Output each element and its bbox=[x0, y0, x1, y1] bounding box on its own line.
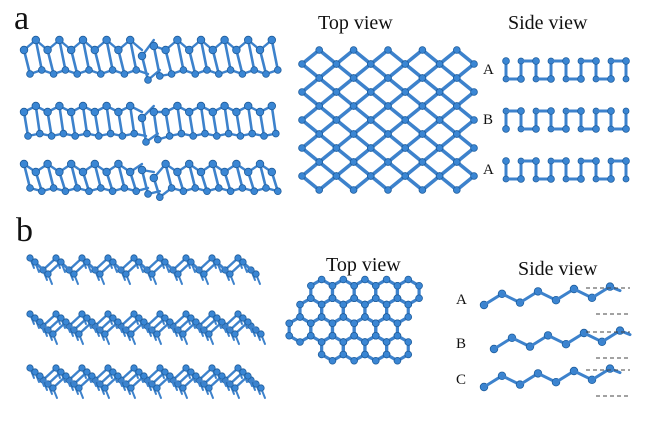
panel-b-layer-top bbox=[26, 254, 261, 285]
panel-a-side-view-title: Side view bbox=[508, 12, 588, 34]
panel-a-top-view-lattice bbox=[298, 46, 478, 194]
panel-b-side-view-layer-1 bbox=[479, 282, 630, 315]
panel-b-layer-bottom bbox=[26, 364, 266, 399]
panel-b-letter: b bbox=[16, 212, 33, 249]
panel-a-letter: a bbox=[14, 0, 30, 37]
panel-b-top-view-honeycomb bbox=[285, 275, 423, 365]
panel-a-layer-top bbox=[19, 35, 282, 84]
panel-b-layer-3-label: C bbox=[456, 372, 467, 388]
panel-b-layer-2-label: B bbox=[456, 336, 467, 352]
panel-a-layer-3-label: A bbox=[483, 162, 494, 178]
panel-a-layer-1-label: A bbox=[483, 62, 494, 78]
panel-b-side-view-layer-2 bbox=[489, 326, 632, 359]
panel-a-side-view-layer-1 bbox=[502, 57, 630, 83]
panel-a-top-view-title: Top view bbox=[318, 12, 393, 34]
panel-a-side-view-layer-2 bbox=[502, 107, 630, 133]
panel-b-layer-1-label: A bbox=[456, 292, 467, 308]
panel-b-layer-middle bbox=[26, 310, 266, 345]
panel-a-layer-bottom bbox=[19, 159, 282, 202]
panel-b-side-view-title: Side view bbox=[518, 258, 598, 280]
panel-a-layer-middle bbox=[19, 101, 280, 146]
panel-b-top-view-title: Top view bbox=[326, 254, 401, 276]
panel-a-layer-2-label: B bbox=[483, 112, 494, 128]
panel-a-side-view-layer-3 bbox=[502, 157, 630, 183]
panel-b-side-view-layer-3 bbox=[479, 364, 630, 397]
